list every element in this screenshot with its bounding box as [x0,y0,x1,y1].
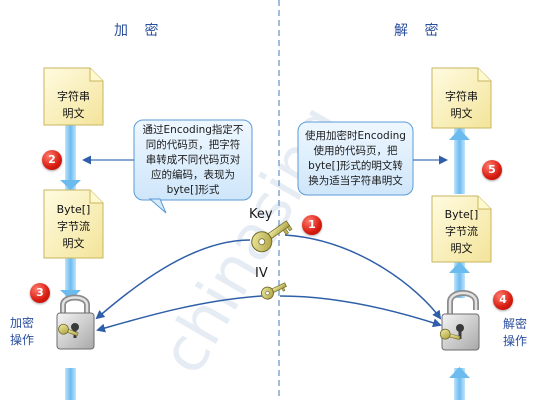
iv-label: IV [255,266,268,281]
encrypt-operation-label: 加密 操作 [10,316,35,347]
right-pipe-1-head [449,129,470,140]
right-callout-text: 使用加密时Encoding 使用的代码页，把 byte[]形式的明文转 换为适当… [305,130,406,187]
decrypt-title: 解 密 [394,23,445,39]
iv-key-icon [261,282,287,300]
right-string-doc-text: 字符串 明文 [445,90,478,120]
key-label: Key [249,207,273,222]
key-to-right-lock-curve [284,234,442,320]
left-pipe-1 [65,124,76,192]
iv-to-right-lock-curve [279,295,442,328]
right-bytes-doc-text: Byte[] 字节流 明文 [444,208,479,255]
left-bytes-doc-text: Byte[] 字节流 明文 [56,203,91,250]
step-badge-5: 5 [482,160,502,180]
right-string-doc-shape [431,67,492,129]
key-to-left-lock-curve [95,239,251,320]
step-badge-1: 1 [302,215,322,235]
key-icon [251,220,293,253]
left-callout-shape [133,119,253,214]
step-badge-3: 3 [30,283,50,303]
step-badge-4: 4 [493,290,513,310]
right-pipe-3 [454,368,465,400]
encrypt-title: 加 密 [114,23,165,39]
iv-to-left-lock-curve [96,295,263,333]
right-pipe-2 [454,262,465,298]
right-bytes-doc-shape [431,195,492,263]
step-badge-2: 2 [42,150,62,170]
left-bytes-doc-shape [43,189,104,259]
right-pipe-3-head [449,367,470,378]
left-callout-text: 通过Encoding指定不 同的代码页，把字符 串转成不同代码页对 应的编码，表… [142,124,244,196]
left-pipe-2 [65,258,76,298]
decrypt-operation-label: 解密 操作 [503,317,528,348]
left-padlock-icon [56,294,95,350]
right-pipe-1 [454,128,465,194]
left-string-doc-shape [43,67,104,126]
right-pipe-2-head [449,262,470,273]
left-pipe-1-head [60,180,81,190]
left-string-doc-text: 字符串 明文 [57,90,90,120]
right-callout-shape [297,121,414,196]
right-padlock-icon [439,290,480,351]
left-pipe-3 [65,368,76,400]
